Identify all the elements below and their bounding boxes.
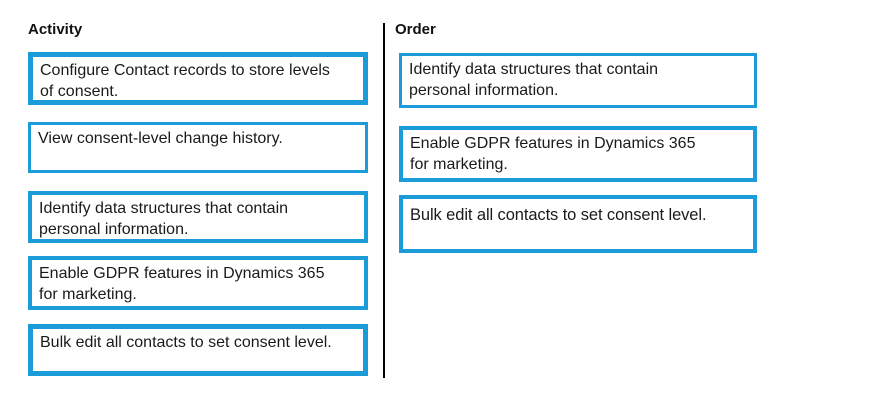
activity-item-text: for marketing. [39, 286, 137, 303]
activity-column-heading: Activity [28, 21, 83, 38]
activity-item-text: Identify data structures that contain [39, 200, 289, 217]
activity-item-text: Enable GDPR features in Dynamics 365 [39, 265, 325, 282]
column-divider [383, 23, 385, 378]
order-slot-text: Identify data structures that contain [409, 61, 659, 78]
order-slot-1[interactable]: Identify data structures that contain pe… [399, 53, 757, 108]
order-column-heading: Order [395, 21, 436, 38]
order-slot-text: Bulk edit all contacts to set consent le… [410, 206, 707, 224]
activity-item-configure-contact-records[interactable]: Configure Contact records to store level… [28, 52, 368, 105]
order-slot-text: for marketing. [410, 156, 508, 173]
activity-item-text: View consent-level change history. [38, 130, 283, 147]
activity-item-bulk-edit-contacts[interactable]: Bulk edit all contacts to set consent le… [28, 324, 368, 376]
order-slot-3[interactable]: Bulk edit all contacts to set consent le… [399, 195, 757, 253]
activity-item-identify-data-structures[interactable]: Identify data structures that contain pe… [28, 191, 368, 243]
order-slot-text: Enable GDPR features in Dynamics 365 [410, 135, 696, 152]
activity-item-enable-gdpr-features[interactable]: Enable GDPR features in Dynamics 365 for… [28, 256, 368, 310]
activity-item-text: of consent. [40, 83, 119, 100]
order-slot-2[interactable]: Enable GDPR features in Dynamics 365 for… [399, 126, 757, 182]
activity-item-text: personal information. [39, 221, 189, 238]
activity-item-text: Configure Contact records to store level… [40, 62, 330, 79]
order-slot-text: personal information. [409, 82, 559, 99]
activity-item-view-consent-history[interactable]: View consent-level change history. [28, 122, 368, 173]
activity-item-text: Bulk edit all contacts to set consent le… [40, 334, 332, 351]
